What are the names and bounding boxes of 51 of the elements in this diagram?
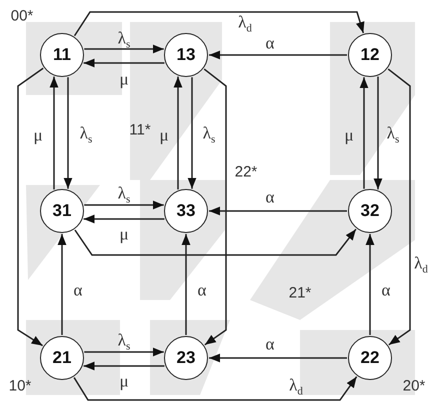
arrow [84, 214, 164, 224]
edge-label: α [266, 336, 274, 352]
region-label: 11* [129, 122, 151, 138]
arrow [73, 376, 358, 401]
edge-label: λ$_{s}$ [118, 29, 130, 51]
edge-label: μ [344, 126, 354, 144]
edge-label: λ$_{d}$ [238, 13, 252, 35]
edge-label: μ [119, 226, 129, 242]
arrow [84, 44, 164, 54]
edge-label: λ$_{d}$ [289, 376, 303, 398]
arrow [188, 77, 196, 189]
arrow [388, 68, 411, 346]
region-label: 22* [234, 164, 258, 180]
edge-label: α [266, 34, 274, 52]
edge-label: λ$_{s}$ [118, 331, 130, 353]
arrow [64, 77, 72, 189]
arrow [366, 234, 374, 335]
arrow [209, 354, 347, 362]
arrow [209, 50, 347, 60]
edge-label: μ [159, 126, 169, 144]
edge-label: μ [119, 372, 129, 390]
region-label: 20* [402, 378, 426, 394]
edge-label: μ [119, 70, 129, 88]
arrow [374, 76, 382, 190]
edge-label: λ$_{d}$ [414, 254, 428, 276]
edge-label: λ$_{s}$ [118, 184, 130, 206]
arrow [209, 206, 347, 216]
edge-label: α [382, 282, 390, 298]
arrow [182, 234, 190, 335]
edge-label: λ$_{s}$ [80, 124, 92, 146]
arrow [50, 76, 58, 190]
arrow [74, 11, 364, 36]
region-label: 21* [288, 284, 312, 302]
edge-label: α [74, 282, 82, 298]
region-label: 00* [10, 8, 34, 24]
arrow [204, 68, 227, 346]
edge-label: α [266, 188, 274, 206]
edge-label: λ$_{s}$ [202, 124, 216, 146]
arrow [84, 200, 164, 210]
arrow [84, 362, 164, 370]
arrow [74, 228, 357, 256]
arrow [174, 76, 182, 190]
arrow [84, 348, 164, 356]
arrow [84, 58, 164, 68]
edge-label: α [198, 282, 206, 298]
arrow [58, 234, 66, 335]
arrow [360, 77, 368, 189]
edge-label: λ$_{s}$ [386, 124, 400, 146]
edge-label: μ [33, 126, 43, 144]
arrow [17, 68, 44, 346]
region-label: 10* [8, 378, 32, 394]
